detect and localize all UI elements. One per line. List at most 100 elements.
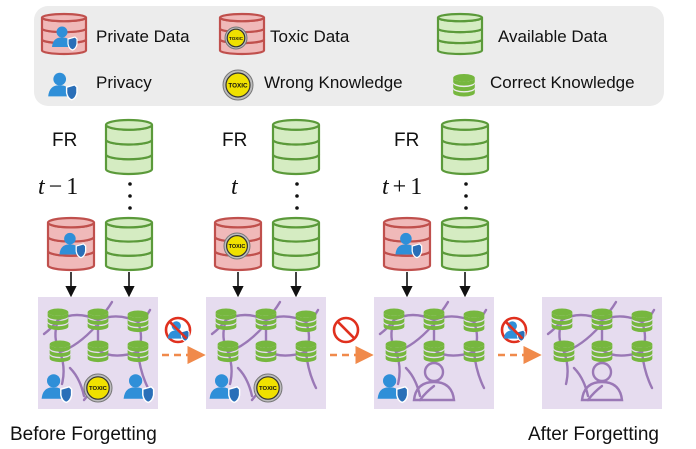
correct-knowledge-node xyxy=(49,340,71,363)
correct-knowledge-node xyxy=(631,340,653,363)
toxic-icon: TOXIC xyxy=(224,26,248,50)
correct-knowledge-node xyxy=(47,308,69,331)
stage-t-minus-1: FR t−1 xyxy=(38,130,78,200)
time-step-label: t xyxy=(231,174,239,200)
available-data-stack-top xyxy=(271,118,321,176)
user-body-outline xyxy=(412,380,456,402)
stage-column xyxy=(382,118,490,298)
ellipsis-dot xyxy=(295,182,299,186)
correct-knowledge-node xyxy=(87,308,109,331)
forbidden-slash xyxy=(504,320,524,340)
wrong-knowledge-icon: TOXIC xyxy=(222,69,254,101)
correct-knowledge-node xyxy=(215,308,237,331)
correct-knowledge-node xyxy=(217,340,239,363)
correct-knowledge-node xyxy=(423,340,445,363)
available-data-stack xyxy=(104,216,154,272)
legend-label-wrong: Wrong Knowledge xyxy=(264,73,403,92)
available-data-stack-top xyxy=(104,118,154,176)
fr-label: FR xyxy=(52,130,77,151)
model-after xyxy=(542,297,662,409)
toxic-badge-text: TOXIC xyxy=(89,386,108,392)
after-forgetting-label: After Forgetting xyxy=(528,424,659,445)
correct-knowledge-node xyxy=(591,308,613,331)
available-data-stack xyxy=(271,216,321,272)
legend-label-toxic: Toxic Data xyxy=(270,27,350,46)
user-body-outline xyxy=(580,380,624,402)
correct-knowledge-node xyxy=(255,308,277,331)
privacy-icon xyxy=(209,374,241,404)
privacy-icon xyxy=(41,374,73,404)
wrong-knowledge-icon: TOXIC xyxy=(253,373,283,403)
legend-label-private: Private Data xyxy=(96,27,190,46)
model-t: TOXIC xyxy=(206,297,326,409)
correct-knowledge-node xyxy=(631,310,653,333)
toxic-data-stack: TOXIC xyxy=(213,216,263,272)
legend-label-available: Available Data xyxy=(498,27,608,46)
fr-label: FR xyxy=(394,130,419,151)
toxic-badge-text: TOXIC xyxy=(229,36,244,41)
ellipsis-dot xyxy=(128,182,132,186)
private-data-stack xyxy=(46,216,96,272)
model-t-plus-1 xyxy=(374,297,494,409)
legend-label-privacy: Privacy xyxy=(96,73,152,92)
toxic-data-icon: TOXIC xyxy=(218,12,266,56)
toxic-badge-text: TOXIC xyxy=(228,82,248,89)
stage-column xyxy=(46,118,154,298)
forbidden-icon xyxy=(332,316,360,344)
correct-knowledge-node xyxy=(295,340,317,363)
model-states: TOXIC TOXIC xyxy=(38,297,662,409)
correct-knowledge-node xyxy=(591,340,613,363)
model-before: TOXIC xyxy=(38,297,158,409)
ellipsis-dot xyxy=(128,194,132,198)
correct-knowledge-node xyxy=(295,310,317,333)
private-data-stack xyxy=(382,216,432,272)
correct-knowledge-node xyxy=(255,340,277,363)
time-step-label: t−1 xyxy=(38,174,78,200)
correct-knowledge-node xyxy=(385,340,407,363)
toxic-badge-text: TOXIC xyxy=(229,244,246,250)
ellipsis-dot xyxy=(295,194,299,198)
forgetting-transition xyxy=(162,316,206,365)
correct-knowledge-node xyxy=(463,310,485,333)
forgetting-transitions: TOXIC xyxy=(162,316,542,365)
stage-t: FR t xyxy=(222,130,247,200)
correct-knowledge-node xyxy=(553,340,575,363)
ellipsis-dot xyxy=(464,206,468,210)
stage-column: TOXIC xyxy=(213,118,321,298)
correct-knowledge-node xyxy=(463,340,485,363)
privacy-icon xyxy=(123,374,155,404)
before-forgetting-label: Before Forgetting xyxy=(10,424,157,445)
available-data-icon xyxy=(436,12,484,56)
correct-knowledge-node xyxy=(127,310,149,333)
ellipsis-dot xyxy=(464,182,468,186)
legend-icons: TOXIC TOXIC xyxy=(40,12,484,101)
toxic-icon: TOXIC xyxy=(223,232,251,260)
stage-data-stacks: TOXIC xyxy=(46,118,490,298)
legend-label-correct: Correct Knowledge xyxy=(490,73,635,92)
privacy-icon xyxy=(377,374,409,404)
ellipsis-dot xyxy=(128,206,132,210)
available-data-stack xyxy=(440,216,490,272)
forgetting-transition: TOXIC xyxy=(330,316,374,365)
wrong-knowledge-icon: TOXIC xyxy=(83,373,113,403)
correct-knowledge-node xyxy=(87,340,109,363)
private-data-icon xyxy=(40,12,88,56)
stage-t-plus-1: FR t+1 xyxy=(382,130,422,200)
toxic-badge-text: TOXIC xyxy=(259,386,278,392)
correct-knowledge-icon xyxy=(453,74,475,97)
time-step-label: t+1 xyxy=(382,174,422,200)
privacy-icon xyxy=(395,232,423,259)
correct-knowledge-node xyxy=(423,308,445,331)
fr-label: FR xyxy=(222,130,247,151)
privacy-icon xyxy=(48,72,78,101)
ellipsis-dot xyxy=(295,206,299,210)
correct-knowledge-node xyxy=(551,308,573,331)
privacy-icon xyxy=(52,26,78,51)
forbidden-slash xyxy=(168,320,188,340)
available-data-stack-top xyxy=(440,118,490,176)
correct-knowledge-node xyxy=(127,340,149,363)
ellipsis-dot xyxy=(464,194,468,198)
privacy-icon xyxy=(59,232,87,259)
legend-panel xyxy=(34,6,664,106)
